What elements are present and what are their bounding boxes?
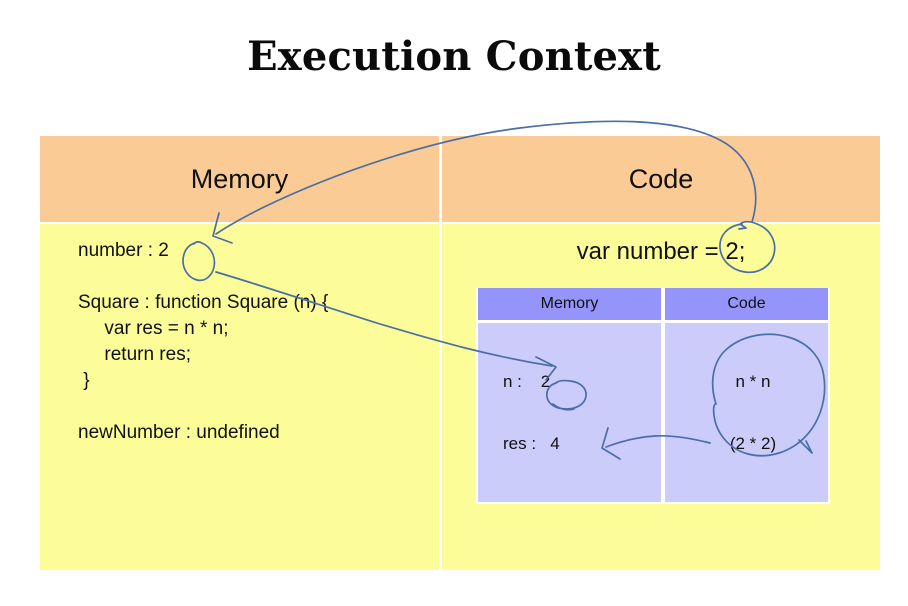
global-code-column-header: Code <box>628 164 694 194</box>
function-code-expression-product: n * n <box>735 372 771 391</box>
page-title: Execution Context <box>247 33 661 80</box>
function-memory-column-header: Memory <box>478 288 661 320</box>
global-column-divider <box>439 136 442 570</box>
memory-entry-newnumber: newNumber : undefined <box>78 422 280 443</box>
global-memory-column-header: Memory <box>190 164 289 194</box>
function-code-cell: n * n (2 * 2) <box>665 323 828 502</box>
memory-spacer-1 <box>78 264 438 290</box>
function-code-expression-values: (2 * 2) <box>729 434 777 453</box>
memory-entry-number: number : 2 <box>78 240 169 261</box>
memory-entry-square-close-brace: } <box>78 370 90 391</box>
memory-spacer-2 <box>78 394 438 420</box>
global-memory-contents: number : 2 Square : function Square (n) … <box>78 238 438 446</box>
function-memory-variable-n: n : 2 <box>503 372 551 391</box>
function-memory-cell: n : 2 res : 4 <box>478 323 661 502</box>
function-memory-variable-res: res : 4 <box>503 434 560 453</box>
global-execution-context-panel: Memory Code number : 2 Square : function… <box>40 136 880 570</box>
memory-entry-square-body-return: return res; <box>78 344 191 365</box>
function-code-column-header: Code <box>665 288 828 320</box>
memory-entry-square-signature: Square : function Square (n) { <box>78 292 329 313</box>
function-execution-context-table: Memory Code n : 2 res : 4 n * n (2 * 2) <box>476 288 830 504</box>
global-code-statement: var number = 2; <box>576 238 746 265</box>
memory-entry-square-body-assign: var res = n * n; <box>78 318 229 339</box>
